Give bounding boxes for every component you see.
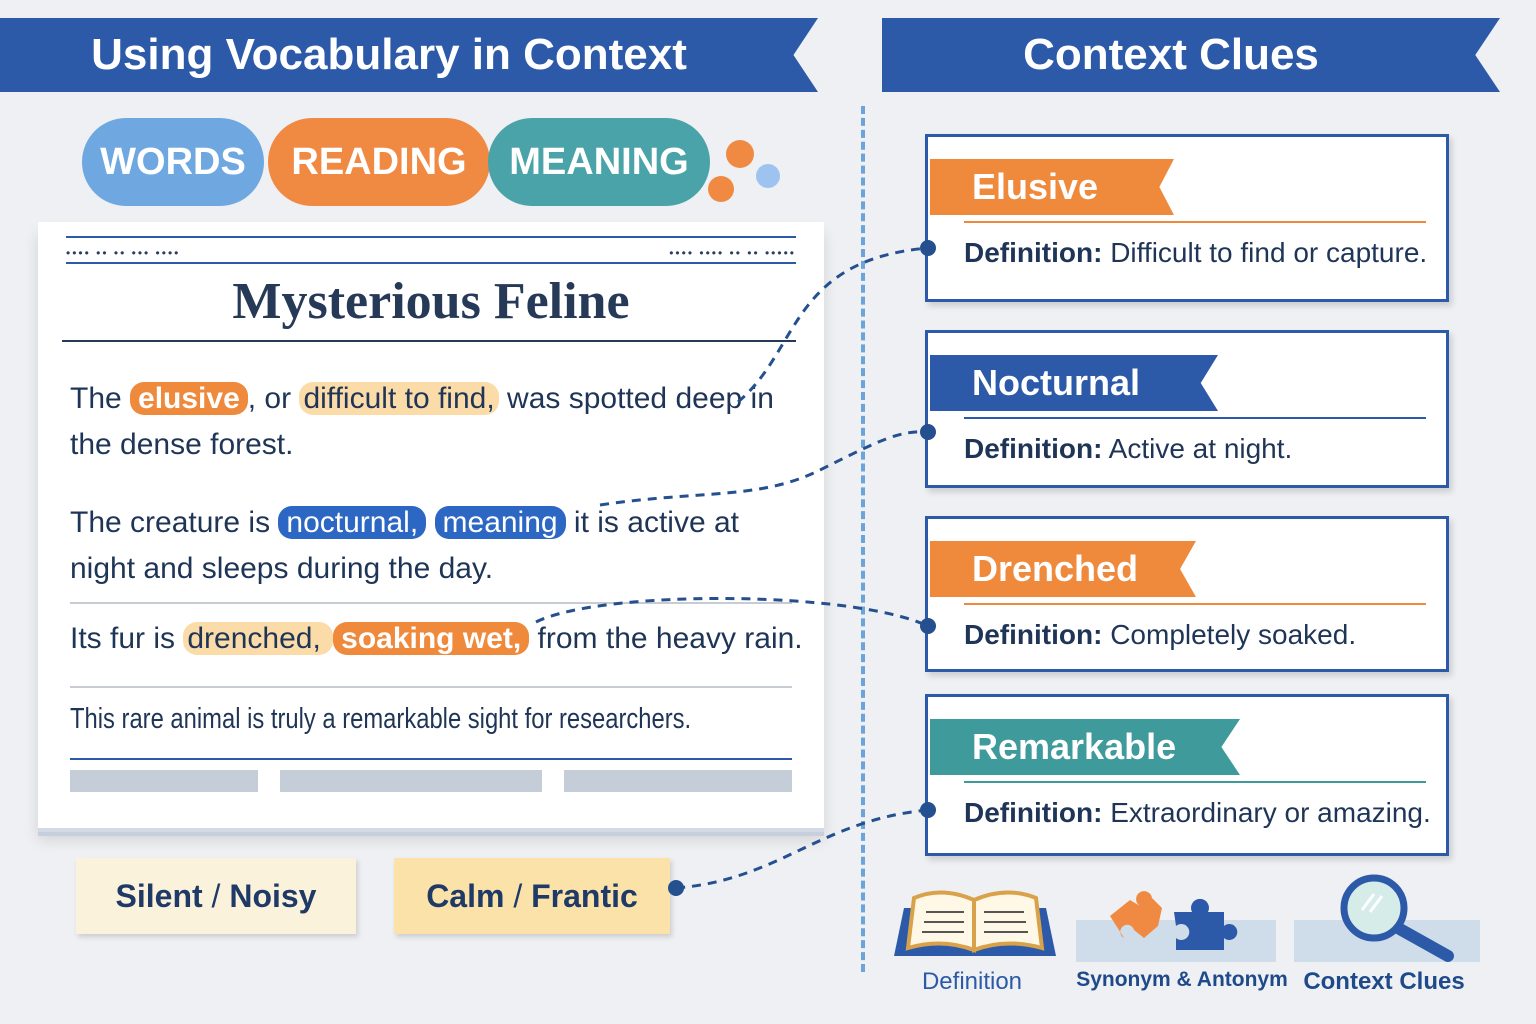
definition-text: Completely soaked. (1110, 619, 1357, 650)
text-segment: The creature is (70, 506, 279, 539)
definition-text: Difficult to find or capture. (1110, 237, 1428, 268)
divider (964, 603, 1426, 605)
connector-dot (668, 880, 684, 896)
dots-decor: •••• •• •• ••• •••• (66, 246, 181, 260)
highlighted-phrase: elusive (130, 382, 248, 415)
column-bar (564, 770, 792, 792)
bubble-meaning: MEANING (488, 118, 710, 206)
dashed-divider (861, 106, 865, 972)
card-drenched: Drenched Definition: Completely soaked. (925, 516, 1449, 672)
column-bar (280, 770, 542, 792)
card-nocturnal: Nocturnal Definition: Active at night. (925, 330, 1449, 488)
text-segment: The (70, 382, 131, 415)
icon-label-definition: Definition (921, 968, 1023, 995)
word: Calm (426, 877, 505, 914)
divider (964, 221, 1426, 223)
rule (62, 340, 796, 342)
word-tag: Nocturnal (930, 355, 1218, 411)
word: Frantic (531, 877, 638, 914)
highlighted-phrase: difficult to find, (299, 382, 499, 415)
paragraph-1: The elusive, or difficult to find, was s… (70, 376, 810, 468)
article-title: Mysterious Feline (232, 273, 630, 330)
definition: Definition: Completely soaked. (964, 619, 1356, 651)
puzzle-icon (1110, 891, 1238, 950)
text-segment: from the heavy rain. (529, 622, 803, 655)
text-segment: it is active at night and sleeps during … (70, 506, 739, 585)
text-segment: Its fur is (70, 622, 184, 655)
decor-dot (708, 176, 734, 202)
magnifier-icon (1340, 874, 1454, 962)
left-banner: Using Vocabulary in Context (0, 18, 818, 92)
highlighted-phrase: meaning (434, 506, 566, 539)
newspaper-article: •••• •• •• ••• •••• •••• •••• •• •• ••••… (38, 222, 824, 828)
divider (964, 781, 1426, 783)
text-segment: , or (247, 382, 300, 415)
highlighted-phrase: drenched, (183, 622, 334, 655)
right-banner: Context Clues (882, 18, 1500, 92)
bubble-words: WORDS (82, 118, 264, 206)
word: Noisy (229, 877, 317, 914)
paragraph-2: The creature is nocturnal, meaning it is… (70, 500, 810, 592)
antonym-card-1: Silent / Noisy (76, 858, 356, 934)
text-segment (426, 506, 434, 539)
bubble-reading: READING (268, 118, 490, 206)
divider (964, 417, 1426, 419)
definition-label: Definition: (964, 237, 1103, 268)
definition-text: Extraordinary or amazing. (1110, 797, 1431, 828)
definition: Definition: Difficult to find or capture… (964, 237, 1427, 269)
definition: Definition: Active at night. (964, 433, 1292, 465)
definition: Definition: Extraordinary or amazing. (964, 797, 1431, 829)
divider (70, 686, 792, 688)
divider (70, 602, 792, 604)
separator: / (513, 877, 523, 914)
paragraph-4: This rare animal is truly a remarkable s… (70, 696, 691, 742)
icon-label-synonym-antonym: Synonym & Antonym (1076, 968, 1288, 991)
book-icon (894, 890, 1056, 956)
decor-dot (726, 140, 754, 168)
word-tag: Elusive (930, 159, 1174, 215)
column-bar (70, 770, 258, 792)
highlighted-phrase: soaking wet, (333, 622, 530, 655)
word: Silent (115, 877, 203, 914)
text-segment: was spotted deep in the dense forest. (70, 382, 774, 461)
paragraph-3: Its fur is drenched, soaking wet, from t… (70, 616, 810, 662)
dots-decor: •••• •••• •• •• ••••• (669, 246, 796, 260)
divider (70, 758, 792, 760)
antonym-card-2: Calm / Frantic (394, 858, 670, 934)
separator: / (211, 877, 221, 914)
definition-label: Definition: (964, 433, 1103, 464)
word-tag: Remarkable (930, 719, 1240, 775)
icon-label-context-clues: Context Clues (1303, 968, 1465, 995)
definition-label: Definition: (964, 797, 1103, 828)
highlighted-phrase: nocturnal, (278, 506, 427, 539)
definition-label: Definition: (964, 619, 1103, 650)
decor-dot (756, 164, 780, 188)
definition-text: Active at night. (1108, 433, 1293, 464)
text-segment: This rare animal is truly a remarkable s… (70, 703, 692, 735)
rule (66, 236, 796, 238)
card-elusive: Elusive Definition: Difficult to find or… (925, 134, 1449, 302)
card-remarkable: Remarkable Definition: Extraordinary or … (925, 694, 1449, 856)
rule (66, 262, 796, 264)
word-tag: Drenched (930, 541, 1196, 597)
